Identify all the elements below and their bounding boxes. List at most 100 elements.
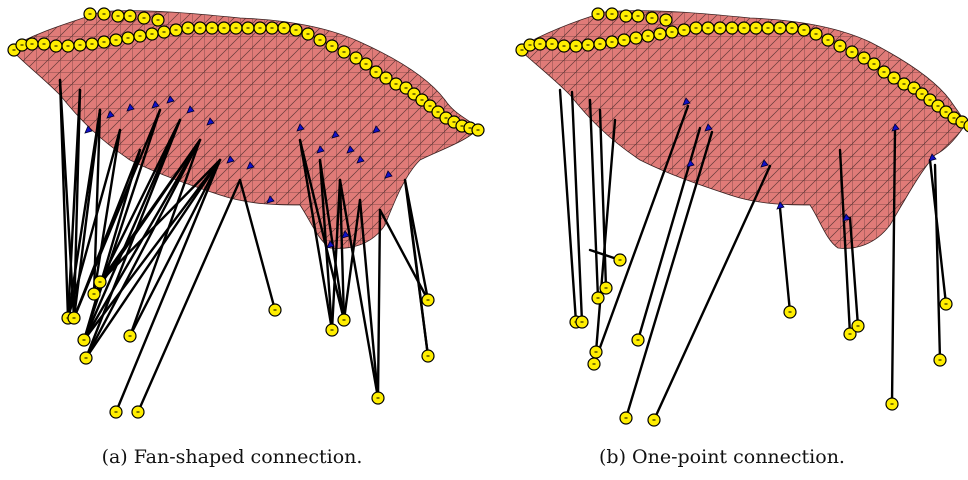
- anchor-ball: [111, 9, 125, 23]
- rod-segment: [318, 158, 346, 322]
- anchor-ball: [647, 413, 661, 427]
- joint-marker: [106, 110, 115, 119]
- anchor-ball: [83, 7, 97, 21]
- anchor-ball: [253, 21, 267, 35]
- joint-marker: [928, 153, 937, 162]
- rod-segment: [378, 208, 430, 302]
- anchor-ball: [605, 35, 619, 49]
- anchor-ball: [109, 405, 123, 419]
- rod-segment: [72, 88, 82, 320]
- rod-segment: [342, 198, 362, 322]
- anchor-ball: [205, 21, 219, 35]
- rod-segment: [298, 138, 346, 322]
- rod-segment: [238, 178, 277, 312]
- anchor-ball: [591, 291, 605, 305]
- rods-a: [58, 78, 430, 414]
- rod-segment: [92, 108, 102, 296]
- anchor-ball: [963, 119, 968, 133]
- anchor-ball: [123, 9, 137, 23]
- rod-segment: [114, 158, 222, 414]
- rod-segment: [598, 108, 608, 290]
- anchor-ball: [337, 313, 351, 327]
- anchor-ball: [217, 21, 231, 35]
- anchor-ball: [379, 71, 393, 85]
- joint-marker: [226, 155, 235, 164]
- anchor-ball: [619, 411, 633, 425]
- anchor-ball: [581, 38, 595, 52]
- rod-segment: [136, 178, 242, 414]
- panel-b-one-point: [515, 7, 968, 427]
- anchor-ball: [749, 21, 763, 35]
- joint-marker: [326, 240, 335, 249]
- joint-marker: [266, 195, 275, 204]
- anchor-ball: [37, 37, 51, 51]
- rod-segment: [84, 138, 202, 360]
- anchor-ball: [337, 45, 351, 59]
- anchor-ball: [737, 21, 751, 35]
- anchor-ball: [241, 21, 255, 35]
- anchor-ball: [49, 39, 63, 53]
- anchor-ball: [268, 303, 282, 317]
- anchor-ball: [61, 39, 75, 53]
- rod-segment: [848, 216, 860, 328]
- joint-marker: [206, 117, 215, 126]
- joint-marker: [891, 123, 900, 132]
- rod-segment: [408, 213, 430, 358]
- anchor-ball: [131, 405, 145, 419]
- anchor-ball: [933, 353, 947, 367]
- rod-segment: [98, 138, 202, 284]
- anchor-ball: [851, 319, 865, 333]
- joint-marker: [316, 145, 325, 154]
- mesh-surface-a: [9, 10, 479, 249]
- joint-marker: [246, 161, 255, 170]
- anchor-ball: [593, 37, 607, 51]
- joint-marker: [372, 125, 381, 134]
- anchor-ball: [151, 13, 165, 27]
- anchor-ball: [265, 21, 279, 35]
- anchor-ball: [617, 33, 631, 47]
- rod-segment: [570, 90, 584, 324]
- caption-panel-a: (a) Fan-shaped connection.: [101, 446, 363, 468]
- rod-segment: [558, 88, 578, 324]
- anchor-ball: [359, 57, 373, 71]
- joint-marker: [760, 159, 769, 168]
- rod-segment: [594, 118, 617, 354]
- anchor-ball: [665, 25, 679, 39]
- anchor-ball: [169, 23, 183, 37]
- panel-a-fan-shaped: [7, 7, 485, 419]
- anchor-ball: [773, 21, 787, 35]
- anchor-ball: [785, 21, 799, 35]
- anchor-ball: [843, 327, 857, 341]
- anchor-ball: [725, 21, 739, 35]
- anchor-ball: [591, 7, 605, 21]
- anchor-ball: [349, 51, 363, 65]
- anchor-ball: [557, 39, 571, 53]
- joint-marker: [682, 97, 691, 106]
- rods-b: [558, 88, 948, 422]
- anchor-ball: [569, 39, 583, 53]
- anchor-ball: [677, 23, 691, 37]
- anchor-ball: [821, 33, 835, 47]
- rod-segment: [624, 130, 714, 420]
- joint-marker: [84, 125, 93, 134]
- joint-marker: [384, 170, 393, 179]
- rod-segment: [838, 148, 852, 336]
- rod-segment: [338, 178, 346, 322]
- anchor-ball: [887, 71, 901, 85]
- anchor-ball: [783, 305, 797, 319]
- joints-b: [682, 97, 937, 222]
- rod-segment: [92, 128, 122, 296]
- rod-segment: [72, 108, 162, 320]
- anchor-ball: [689, 21, 703, 35]
- anchor-ball: [645, 11, 659, 25]
- rod-segment: [298, 138, 334, 332]
- anchors-a: [7, 7, 485, 419]
- anchor-ball: [301, 27, 315, 41]
- joint-marker: [704, 123, 713, 132]
- anchor-ball: [613, 253, 627, 267]
- rod-segment: [72, 108, 102, 320]
- anchor-ball: [797, 23, 811, 37]
- rod-segment: [128, 138, 202, 338]
- rod-segment: [330, 178, 342, 332]
- anchor-ball: [87, 287, 101, 301]
